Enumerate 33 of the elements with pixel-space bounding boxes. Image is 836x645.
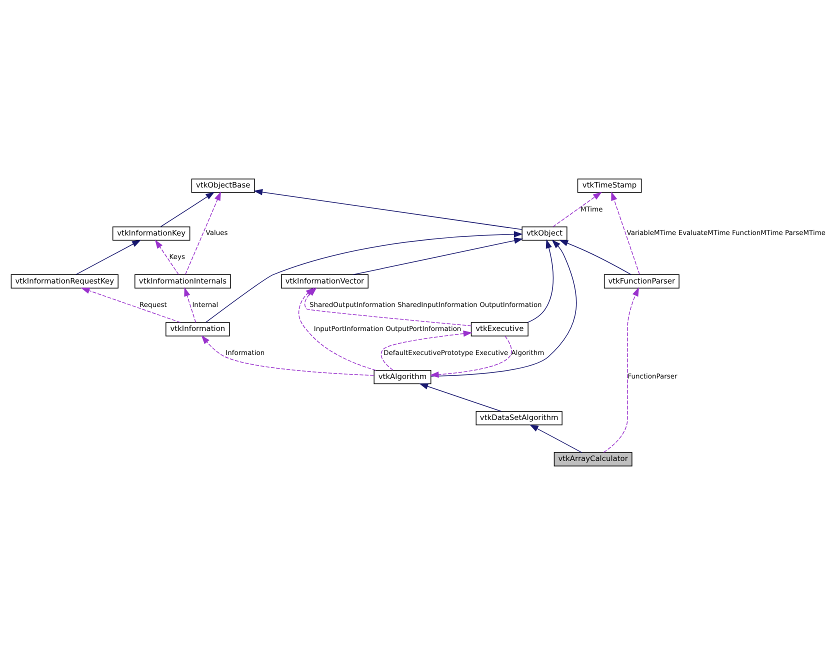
arrow xyxy=(380,330,472,370)
node-box: vtkInformationKey xyxy=(112,226,190,241)
arrow xyxy=(529,424,582,453)
arrow xyxy=(352,238,524,275)
node-box: vtkExecutive xyxy=(470,322,528,336)
arrow xyxy=(552,192,602,228)
arrow xyxy=(80,288,181,323)
node-box: vtkObjectBase xyxy=(191,178,255,193)
arrow xyxy=(254,189,522,230)
arrow xyxy=(527,239,554,323)
arrow xyxy=(430,336,512,378)
arrow xyxy=(603,287,639,453)
arrow xyxy=(154,240,179,275)
node-box: vtkDataSetAlgorithm xyxy=(476,411,562,426)
node-box: vtkArrayCalculator xyxy=(554,452,632,466)
node-box: vtkObject xyxy=(522,226,568,241)
arrow xyxy=(559,240,632,276)
node-box: vtkAlgorithm xyxy=(374,370,432,384)
arrow xyxy=(206,231,523,323)
arrow xyxy=(160,192,215,228)
arrow xyxy=(184,287,196,323)
arrow xyxy=(201,335,374,376)
node-box: vtkInformationVector xyxy=(281,274,368,288)
node-box: vtkFunctionParser xyxy=(604,274,680,288)
arrow xyxy=(611,191,640,275)
arrow xyxy=(419,383,502,412)
node-box: vtkTimeStamp xyxy=(577,178,642,193)
arrow xyxy=(76,240,141,275)
node-box: vtkInformationInternals xyxy=(134,274,231,288)
node-box: vtkInformationRequestKey xyxy=(10,274,118,288)
arrow xyxy=(430,240,577,377)
node-box: vtkInformation xyxy=(166,322,230,336)
arrow xyxy=(185,192,221,275)
